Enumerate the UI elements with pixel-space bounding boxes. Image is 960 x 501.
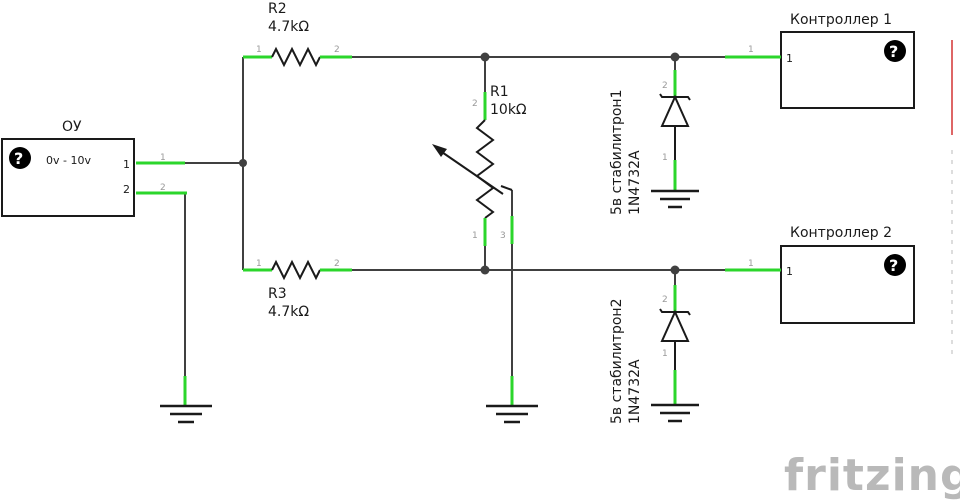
- r1-zigzag: [475, 119, 495, 219]
- svg-text:?: ?: [889, 42, 898, 61]
- junction-dot: [670, 52, 680, 62]
- r1-arrow-head: [432, 144, 447, 157]
- controller1-pin1-label: 1: [748, 45, 754, 55]
- zener2-name: 5в стабилитрон2: [609, 299, 625, 425]
- fritzing-logo: fritzing: [784, 450, 960, 501]
- zener1-triangle: [660, 94, 690, 127]
- controller1-title: Контроллер 1: [790, 12, 892, 28]
- zener1-part: 1N4732A: [627, 150, 643, 215]
- svg-text:?: ?: [14, 149, 23, 168]
- junction-dot: [670, 265, 680, 275]
- controller2-pin1-label: 1: [748, 259, 754, 269]
- r3-resistor[interactable]: 1 2 R3 4.7kΩ: [243, 259, 352, 320]
- r2-pin2-label: 2: [334, 45, 340, 55]
- ground-symbol: [486, 404, 538, 424]
- zener2-diode[interactable]: 2 1 5в стабилитрон2 1N4732A: [609, 285, 691, 425]
- ground-r1: [486, 376, 538, 424]
- zener2-pin2-label: 2: [662, 295, 668, 305]
- r1-ref: R1: [490, 84, 509, 100]
- zener1-diode[interactable]: 2 1 5в стабилитрон1 1N4732A: [609, 70, 691, 216]
- ground-symbol: [651, 189, 699, 209]
- r1-pin1-label: 1: [472, 231, 478, 241]
- r1-pin3-label: 3: [500, 231, 506, 241]
- zener1-cathode-bar: [659, 93, 691, 101]
- help-icon: ?: [884, 254, 906, 276]
- ou-title: ОУ: [62, 119, 82, 135]
- junction-dot: [480, 52, 490, 62]
- ou-component[interactable]: ОУ ? 0v - 10v 1 2 1 2: [1, 119, 187, 217]
- controller2-title: Контроллер 2: [790, 225, 892, 241]
- controller2-pin1-number: 1: [786, 265, 793, 278]
- r1-wiper-stub: [500, 185, 513, 191]
- controller1[interactable]: Контроллер 1 ? 1 1: [725, 12, 915, 109]
- ou-pin1-label: 1: [160, 153, 166, 163]
- controller2[interactable]: Контроллер 2 ? 1 1: [725, 225, 915, 324]
- zener2-part: 1N4732A: [627, 359, 643, 424]
- r3-ref: R3: [268, 286, 287, 302]
- junctions: [239, 52, 680, 275]
- ground-zener1: [651, 189, 699, 209]
- ou-pin1-number: 1: [123, 158, 130, 171]
- zener2-triangle: [660, 309, 690, 342]
- ground-zener2: [651, 403, 699, 423]
- r2-ref: R2: [268, 1, 287, 17]
- ground-ou: [160, 376, 212, 424]
- r2-pin1-label: 1: [256, 45, 262, 55]
- r3-pin1-label: 1: [256, 259, 262, 269]
- zener1-pin1-label: 1: [662, 153, 668, 163]
- controller1-pin1-number: 1: [786, 52, 793, 65]
- r1-wiper-arrow: [435, 147, 504, 195]
- help-icon: ?: [884, 40, 906, 62]
- help-icon: ?: [9, 147, 31, 169]
- ou-pin2-number: 2: [123, 183, 130, 196]
- ou-body: [1, 138, 135, 217]
- ou-range: 0v - 10v: [46, 154, 91, 167]
- r1-potentiometer[interactable]: R1 10kΩ 2 1 3: [432, 84, 527, 246]
- r3-pin2-label: 2: [334, 259, 340, 269]
- r2-value: 4.7kΩ: [268, 19, 309, 35]
- r1-pin2-label: 2: [472, 99, 478, 109]
- r3-value: 4.7kΩ: [268, 304, 309, 320]
- zener1-pin2-label: 2: [662, 81, 668, 91]
- zener2-cathode-bar: [659, 308, 691, 316]
- ou-pin2-label: 2: [160, 183, 166, 193]
- r2-zigzag: [271, 46, 321, 68]
- r1-value: 10kΩ: [490, 102, 527, 118]
- zener2-pin1-label: 1: [662, 349, 668, 359]
- zener1-name: 5в стабилитрон1: [609, 90, 625, 216]
- junction-dot: [480, 265, 490, 275]
- ground-symbol: [651, 403, 699, 423]
- svg-text:?: ?: [889, 256, 898, 275]
- r2-resistor[interactable]: R2 4.7kΩ 1 2: [243, 1, 352, 68]
- junction-dot: [239, 159, 247, 167]
- r3-zigzag: [271, 259, 321, 281]
